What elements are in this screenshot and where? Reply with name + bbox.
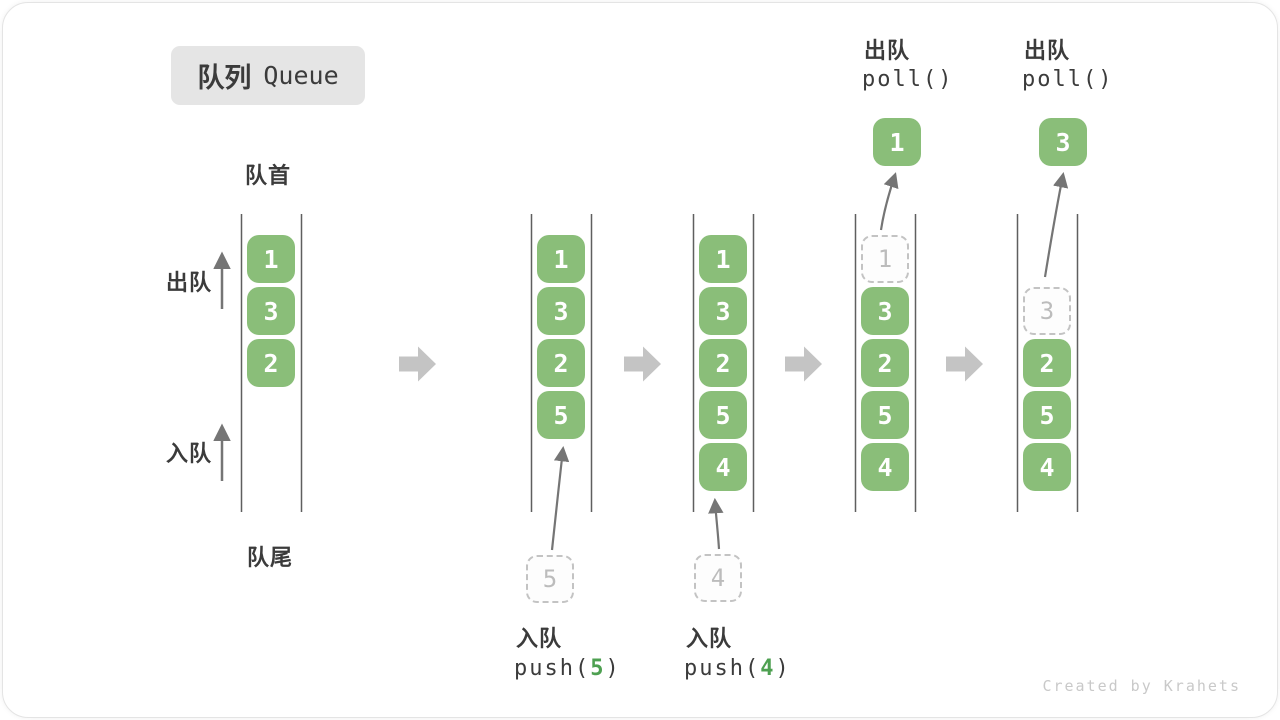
stage-arrow-icon [624,346,661,382]
popped-cell: 1 [873,118,921,166]
title-zh: 队列 [197,63,252,93]
watermark: Created by Krahets [1042,677,1241,695]
title-badge: 队列 Queue [171,46,365,105]
code-arg: 5 [590,656,606,681]
queue-cell: 2 [537,339,585,387]
stage-arrow-icon [946,346,983,382]
op-label: 入队 [516,626,563,651]
code-arg: 4 [760,656,776,681]
op-code: poll() [862,67,954,92]
queue-cell: 3 [247,287,295,335]
queue-cell: 2 [699,339,747,387]
stage-arrow-icon [785,346,822,382]
op-label: 出队 [864,38,911,63]
queue-cell: 2 [247,339,295,387]
code-post: ) [605,656,621,681]
popped-cell: 3 [1039,118,1087,166]
queue-cell: 2 [861,339,909,387]
queue-cell: 4 [699,443,747,491]
queue-cell: 4 [861,443,909,491]
queue-cell: 3 [699,287,747,335]
queue-cell: 1 [699,235,747,283]
code-pre: push( [684,656,761,681]
queue-cell: 1 [247,235,295,283]
queue-cell: 3 [861,287,909,335]
diagram-line-layer [213,171,1079,551]
queue-rear-label: 队尾 [246,545,293,570]
ghost-cell: 1 [861,235,909,283]
queue-cell: 4 [1023,443,1071,491]
poll-arrow-icon [879,172,899,231]
op-code: push(5) [514,656,621,681]
queue-front-label: 队首 [244,163,291,188]
op-label: 出队 [1024,38,1071,63]
stage-arrow-icon [399,346,436,382]
op-code: push(4) [684,656,791,681]
poll-arrow-icon [1043,171,1069,278]
op-label: 入队 [686,626,733,651]
op-code: poll() [1022,67,1114,92]
ghost-cell: 5 [526,555,574,603]
queue-cell: 5 [1023,391,1071,439]
ghost-cell: 4 [694,554,742,602]
push-arrow-icon [708,497,724,550]
enqueue-side-label: 入队 [166,441,213,466]
title-en: Queue [263,61,339,90]
queue-cell: 3 [537,287,585,335]
queue-cell: 1 [537,235,585,283]
queue-cell: 5 [699,391,747,439]
queue-cell: 2 [1023,339,1071,387]
code-post: ) [775,656,791,681]
push-arrow-icon [550,445,570,551]
dequeue-side-label: 出队 [166,270,213,295]
ghost-cell: 3 [1023,287,1071,335]
queue-cell: 5 [537,391,585,439]
queue-cell: 5 [861,391,909,439]
code-pre: push( [514,656,591,681]
